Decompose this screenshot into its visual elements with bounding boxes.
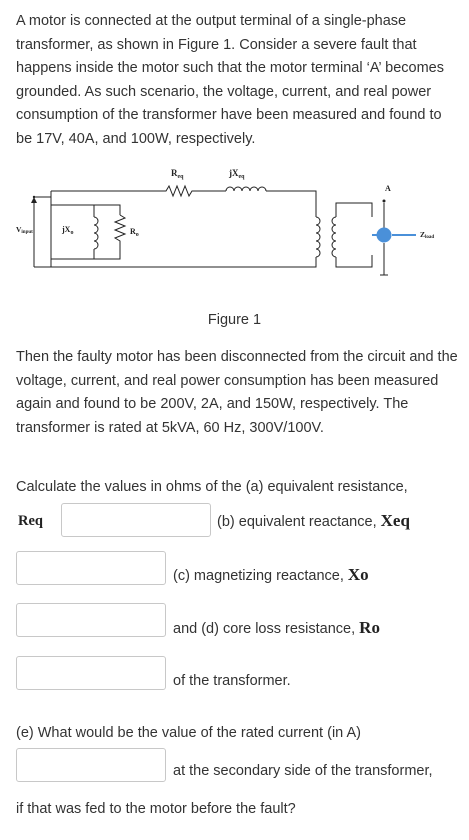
shunt-top-wire [51,204,95,217]
xeq-answer-input[interactable] [16,551,166,585]
circuit-diagram: Req jXeq Vinput jXo Ro A [16,168,434,276]
motor-icon [376,227,392,243]
part-b-label: (b) equivalent reactance, Xeq [217,511,410,532]
secondary-winding [331,216,337,258]
core-loss-resistor [94,214,127,260]
series-inductor [225,186,267,192]
terminal-a-dot [382,199,386,203]
xo-answer-input[interactable] [16,603,166,637]
ro-label: Ro [130,227,139,238]
terminal-a-label: A [385,184,391,193]
shunt-bottom-wire [51,249,95,260]
part-e-text: (e) What would be the value of the rated… [16,725,361,741]
xeq-symbol: Xeq [380,511,410,530]
secondary-bottom-wire [335,255,373,268]
part-d-text: and (d) core loss resistance, [173,621,356,637]
req-symbol: Req [18,513,43,529]
part-b-text: (b) equivalent reactance, [217,514,377,530]
of-transformer-text: of the transformer. [173,673,291,689]
problem-intro: A motor is connected at the output termi… [16,13,444,147]
part-d-label: and (d) core loss resistance, Ro [173,618,380,639]
series-resistor [51,184,226,198]
figure-caption: Figure 1 [207,312,262,328]
ro-symbol: Ro [359,618,380,637]
magnetizing-inductor [93,216,99,250]
jxo-label: jXo [61,225,73,236]
ro-top-wire [94,204,121,215]
ro-answer-input[interactable] [16,656,166,690]
part-c-label: (c) magnetizing reactance, Xo [173,565,369,586]
top-wire-right [266,190,317,203]
question-intro: Calculate the values in ohms of the (a) … [16,479,408,495]
req-answer-input[interactable] [61,503,211,537]
second-paragraph: Then the faulty motor has been disconnec… [16,349,458,436]
xo-symbol: Xo [347,565,369,584]
req-label: Req [171,168,184,180]
part-c-text: (c) magnetizing reactance, [173,568,344,584]
vinput-arrow-head [31,197,37,203]
primary-winding [315,216,321,258]
circuit-figure: Req jXeq Vinput jXo Ro A [16,163,456,303]
bottom-wire [51,257,317,268]
vinput-label: Vinput [16,225,33,235]
rated-current-answer-input[interactable] [16,748,166,782]
secondary-top-wire [335,202,373,217]
jxeq-label: jXeq [228,168,245,180]
secondary-side-text: at the secondary side of the transformer… [173,763,433,779]
input-terminal-top [32,195,36,199]
final-question-text: if that was fed to the motor before the … [16,801,296,817]
zload-label: Zload [420,230,434,240]
